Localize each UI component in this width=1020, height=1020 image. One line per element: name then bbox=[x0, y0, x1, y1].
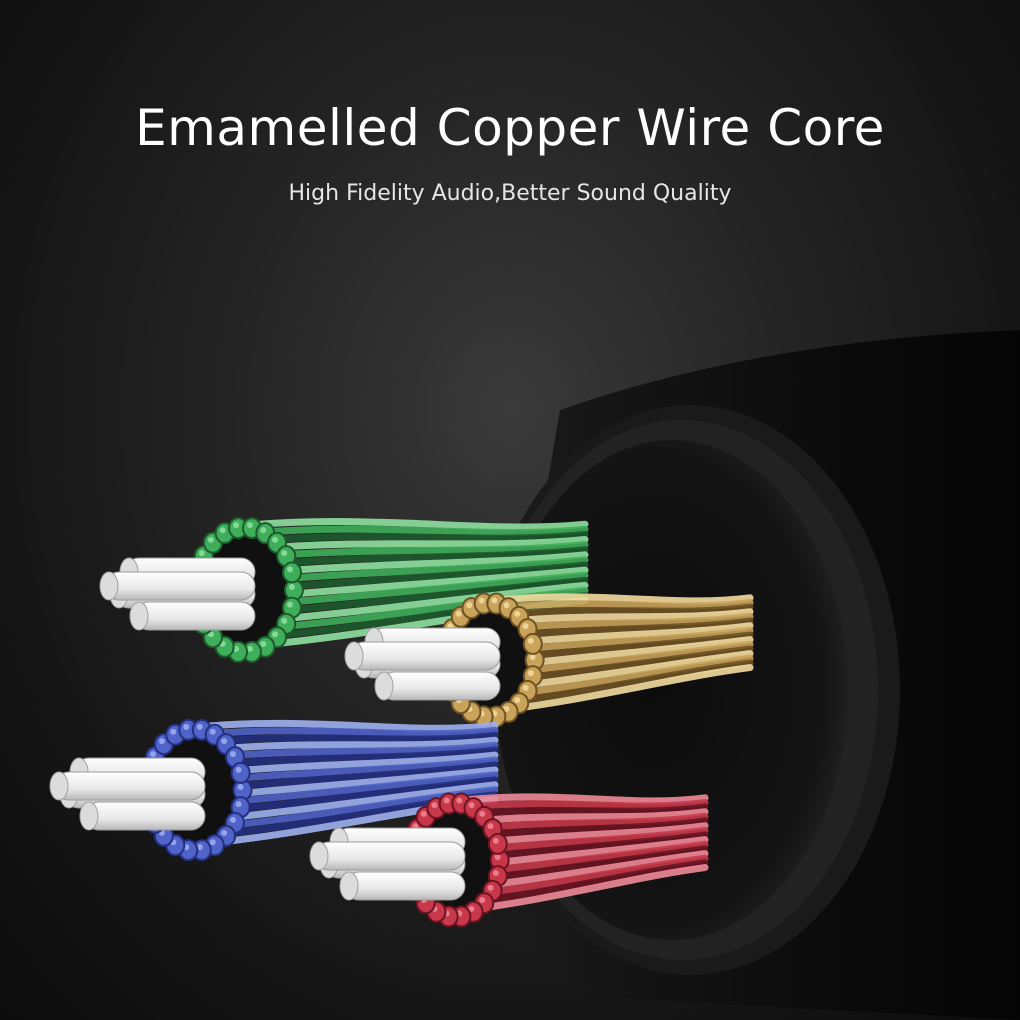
strand-bundle-blue bbox=[49, 718, 499, 862]
strand-bundle-gold bbox=[344, 592, 754, 728]
headline: Emamelled Copper Wire Core bbox=[135, 99, 885, 157]
strand-bundle-green bbox=[99, 517, 589, 663]
subline: High Fidelity Audio,Better Sound Quality bbox=[288, 181, 732, 206]
strand-bundle-red bbox=[309, 792, 709, 928]
strand-bundles bbox=[49, 517, 754, 928]
